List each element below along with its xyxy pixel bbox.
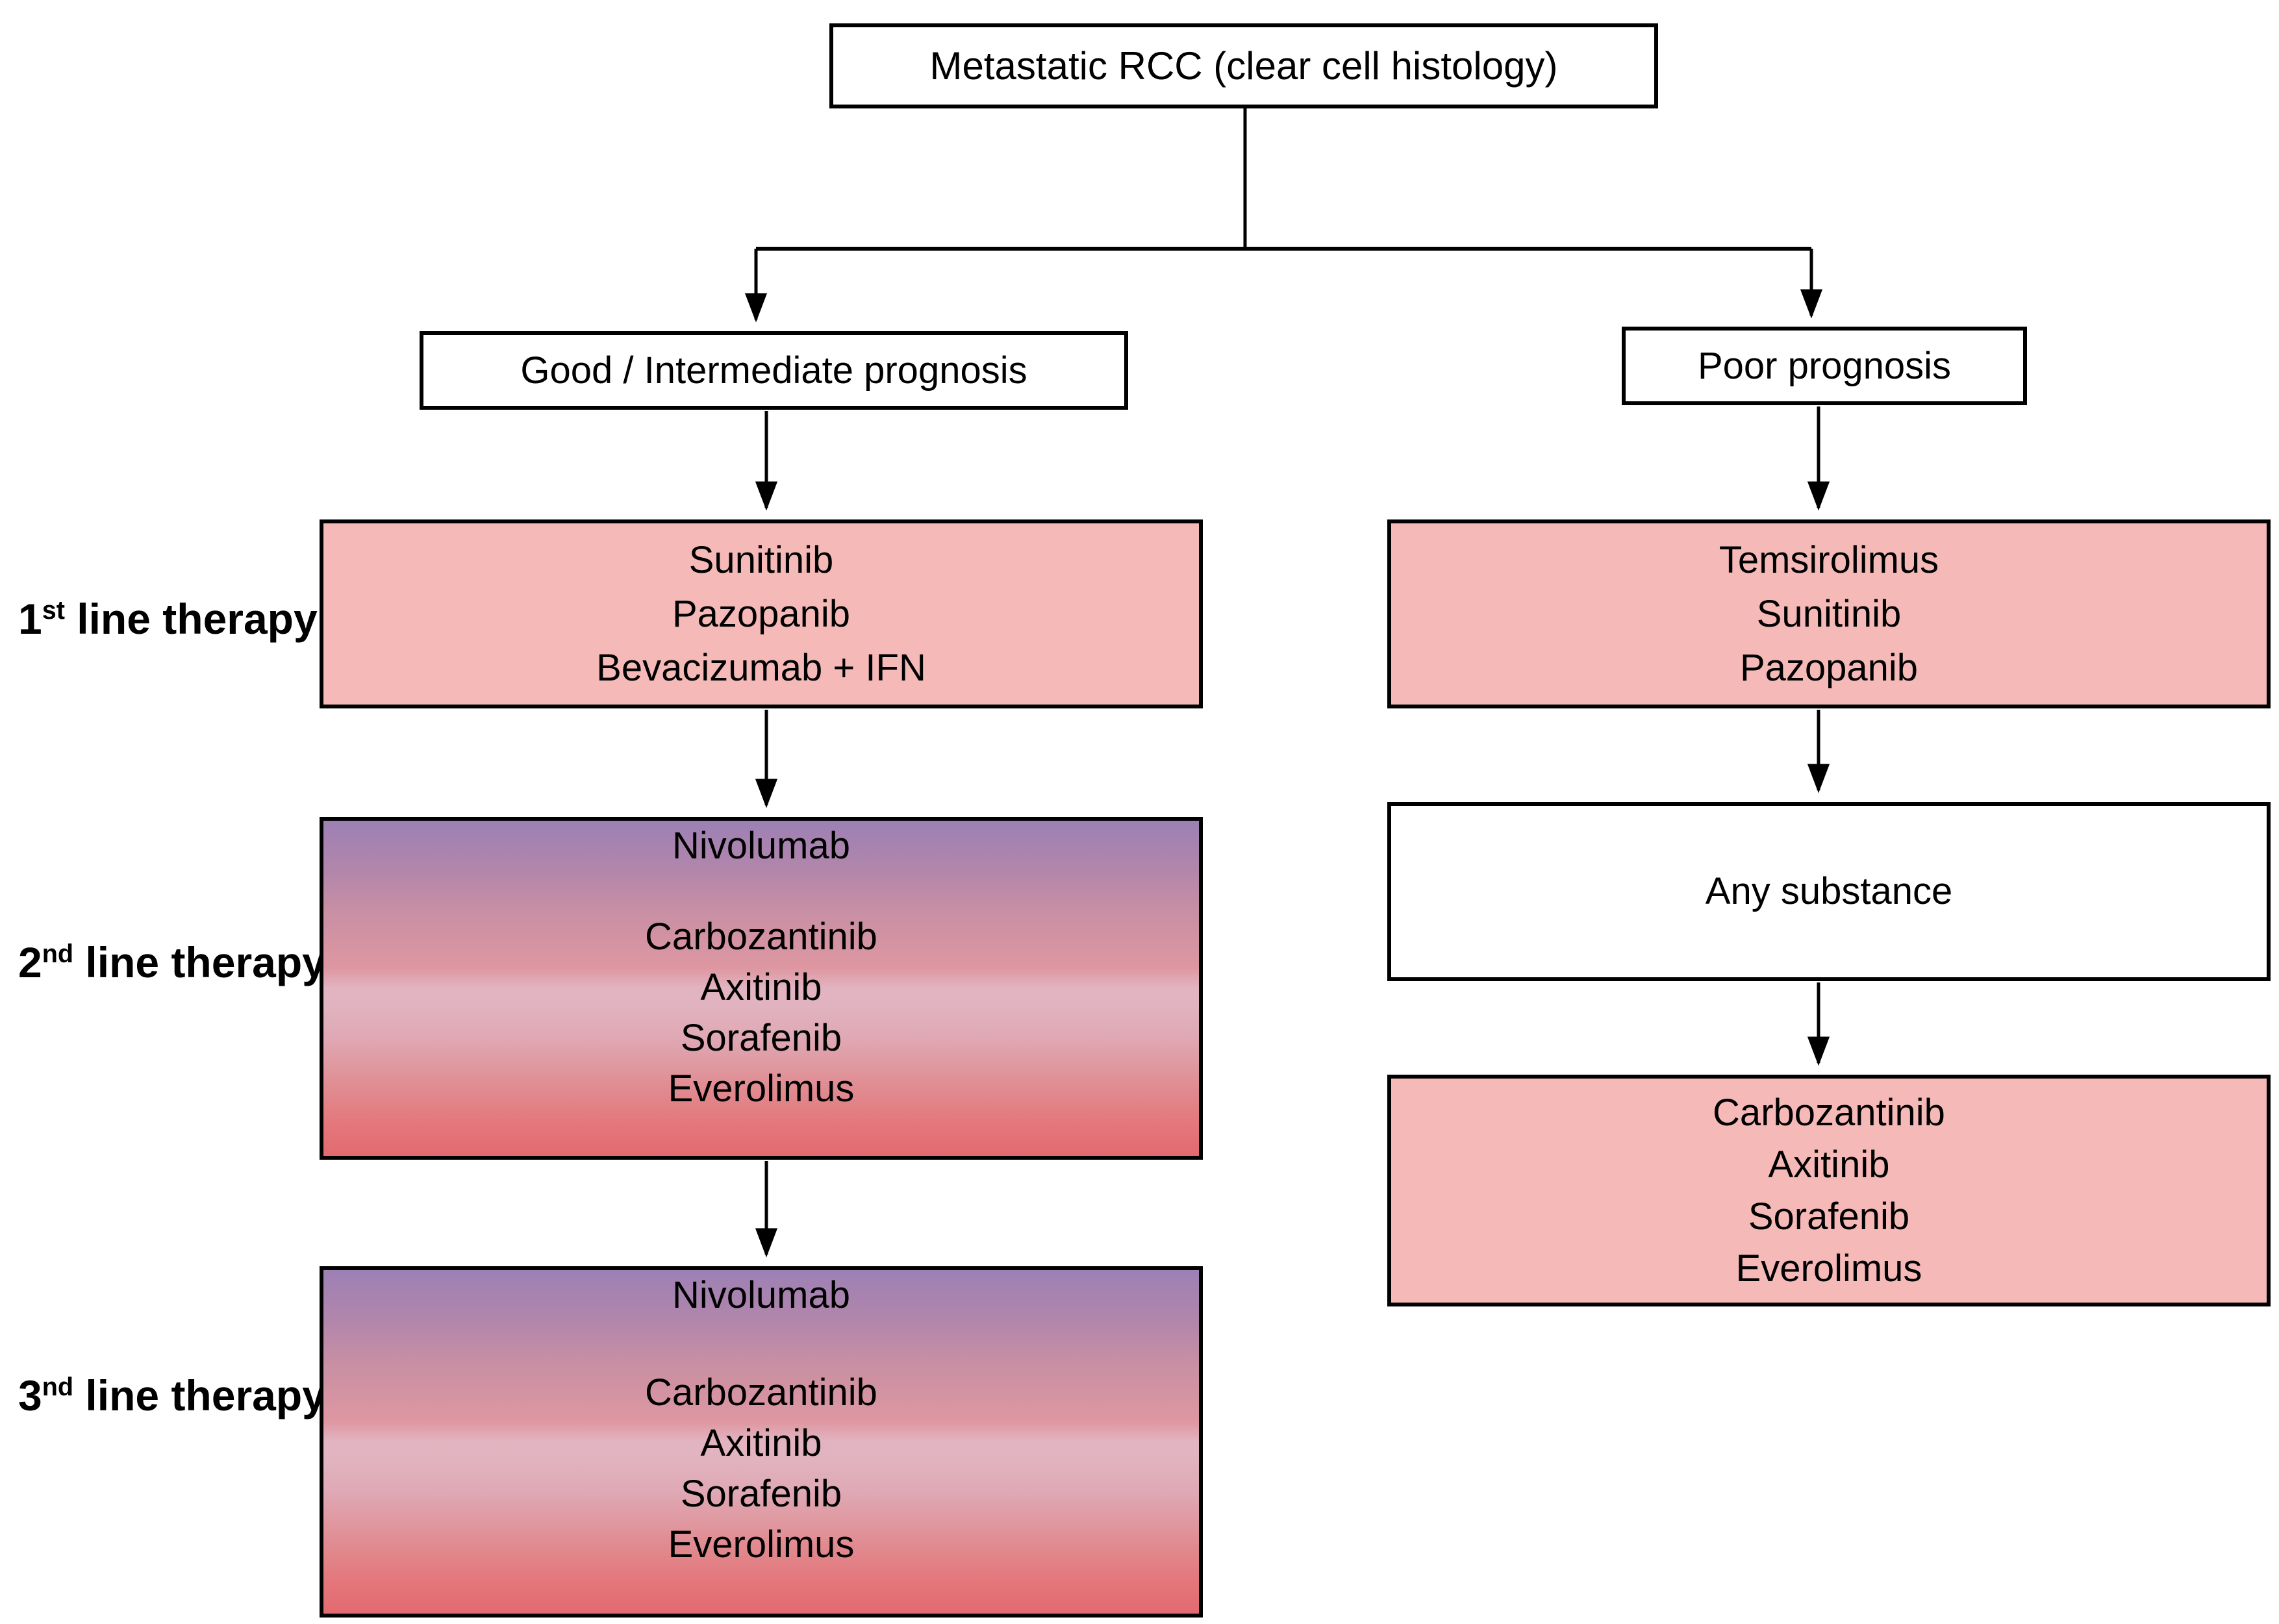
drug-name: Axitinib [700, 1422, 822, 1464]
drug-group-divider [323, 871, 1199, 912]
drug-name: Carbozantinib [645, 1371, 877, 1414]
drug-name: Sorafenib [680, 1473, 842, 1515]
node-poor-prognosis: Poor prognosis [1622, 327, 2027, 405]
drug-name: Everolimus [668, 1523, 855, 1566]
node-good-intermediate-prognosis: Good / Intermediate prognosis [420, 331, 1128, 410]
node-good-second-line-options: Nivolumab Carbozantinib Axitinib Sorafen… [320, 817, 1203, 1160]
drug-name: Everolimus [1735, 1247, 1922, 1290]
row-label-text: line therapy [73, 938, 326, 986]
drug-name: Sunitinib [688, 539, 834, 581]
drug-group-divider [323, 1321, 1199, 1368]
node-good-first-line-options: Sunitinib Pazopanib Bevacizumab + IFN [320, 519, 1203, 708]
drug-name: Axitinib [1768, 1143, 1890, 1186]
node-poor-label: Poor prognosis [1697, 344, 1952, 387]
drug-name: Sorafenib [680, 1017, 842, 1059]
row-label-3rd-line-therapy: 3nd line therapy [18, 1366, 330, 1425]
row-label-ordinal-suffix: nd [42, 940, 74, 968]
drug-name: Axitinib [700, 966, 822, 1008]
node-poor-subsequent-options: Carbozantinib Axitinib Sorafenib Everoli… [1387, 1075, 2271, 1306]
node-good-intermediate-label: Good / Intermediate prognosis [520, 349, 1027, 392]
row-label-ordinal-suffix: nd [42, 1373, 74, 1401]
row-label-ordinal-suffix: st [42, 596, 65, 625]
drug-name: Pazopanib [1739, 647, 1919, 689]
drug-name: Pazopanib [672, 593, 851, 635]
row-label-1st-line-therapy: 1st line therapy [18, 590, 330, 648]
node-metastatic-rcc: Metastatic RCC (clear cell histology) [829, 23, 1658, 108]
drug-name: Carbozantinib [645, 916, 877, 958]
drug-name: Bevacizumab + IFN [596, 647, 926, 689]
row-label-2nd-line-therapy: 2nd line therapy [18, 933, 330, 992]
row-label-number: 3 [18, 1371, 42, 1419]
node-good-third-line-options: Nivolumab Carbozantinib Axitinib Sorafen… [320, 1266, 1203, 1618]
node-metastatic-rcc-label: Metastatic RCC (clear cell histology) [929, 44, 1558, 88]
drug-name: Carbozantinib [1713, 1091, 1945, 1134]
node-any-substance: Any substance [1387, 802, 2271, 981]
row-label-number: 2 [18, 938, 42, 986]
drug-name: Sunitinib [1756, 593, 1902, 635]
node-poor-first-line-options: Temsirolimus Sunitinib Pazopanib [1387, 519, 2271, 708]
row-label-number: 1 [18, 595, 42, 643]
drug-name: Temsirolimus [1719, 539, 1939, 581]
row-label-text: line therapy [73, 1371, 326, 1419]
drug-name: Everolimus [668, 1068, 855, 1110]
drug-name: Nivolumab [672, 825, 850, 867]
drug-name: Sorafenib [1748, 1195, 1910, 1238]
drug-name: Nivolumab [672, 1274, 850, 1316]
row-label-text: line therapy [64, 595, 318, 643]
node-any-substance-label: Any substance [1705, 870, 1953, 912]
